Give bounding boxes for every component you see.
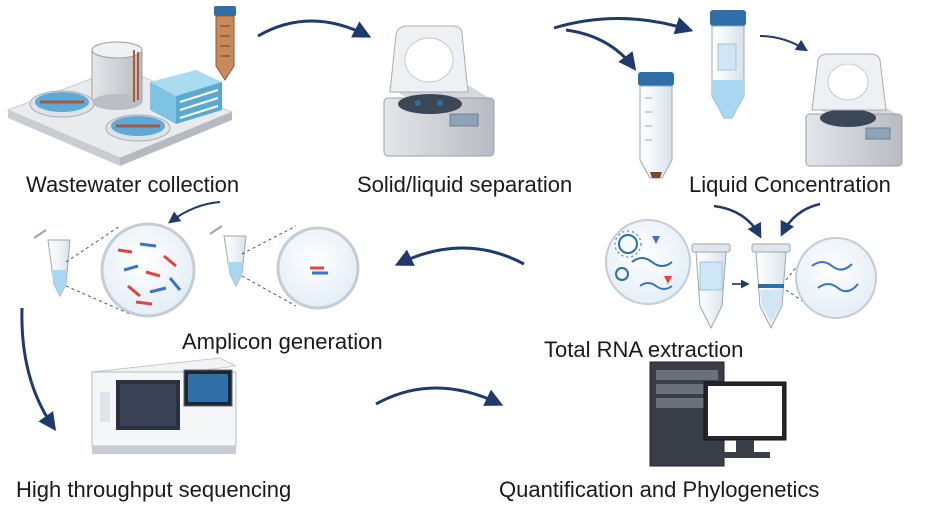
step-label-amplicon-generation: Amplicon generation <box>182 329 383 354</box>
magnifier-icon <box>241 225 360 310</box>
sequencer-icon <box>90 357 238 454</box>
arrow-to-amplicon-tube <box>168 201 221 224</box>
arrow-to-pellet-tube <box>565 28 637 71</box>
arrow-rna-to-amplicon <box>394 246 525 266</box>
virus-icon <box>605 219 691 305</box>
step-label-total-rna-extraction: Total RNA extraction <box>544 337 744 362</box>
microtube-icon <box>209 225 247 288</box>
centrifuge-icon <box>805 53 903 167</box>
microtube-icon <box>33 229 71 298</box>
microtube-icon <box>751 243 791 330</box>
step-label-solid-liquid-separation: Solid/liquid separation <box>357 172 573 197</box>
arrow-concentration-to-rna-b <box>780 202 821 237</box>
sample-tube-icon <box>214 6 236 81</box>
step-label-wastewater-collection: Wastewater collection <box>26 172 240 197</box>
flow-arrows <box>20 17 821 431</box>
arrow-concentration-to-rna-a <box>713 204 762 239</box>
arrow-sequencing-to-quantification <box>375 386 504 406</box>
step-label-liquid-concentration: Liquid Concentration <box>689 172 891 197</box>
arrow-separation-to-concentration <box>553 17 694 35</box>
centrifuge-icon <box>383 25 495 157</box>
magnifier-icon <box>65 222 196 318</box>
dna-strand-icon <box>785 237 877 319</box>
arrow-amplicon-to-sequencing <box>20 307 57 431</box>
conical-tube-icon <box>710 10 746 119</box>
arrow-to-centrifuge <box>759 35 809 52</box>
step-label-high-throughput-sequencing: High throughput sequencing <box>16 477 292 502</box>
conical-tube-icon <box>638 72 674 179</box>
computer-icon <box>649 361 787 467</box>
arrow-collection-to-separation <box>257 19 372 38</box>
treatment-plant-icon <box>6 41 234 166</box>
step-label-quantification-phylogenetics: Quantification and Phylogenetics <box>499 477 820 502</box>
microtube-icon <box>691 243 731 330</box>
